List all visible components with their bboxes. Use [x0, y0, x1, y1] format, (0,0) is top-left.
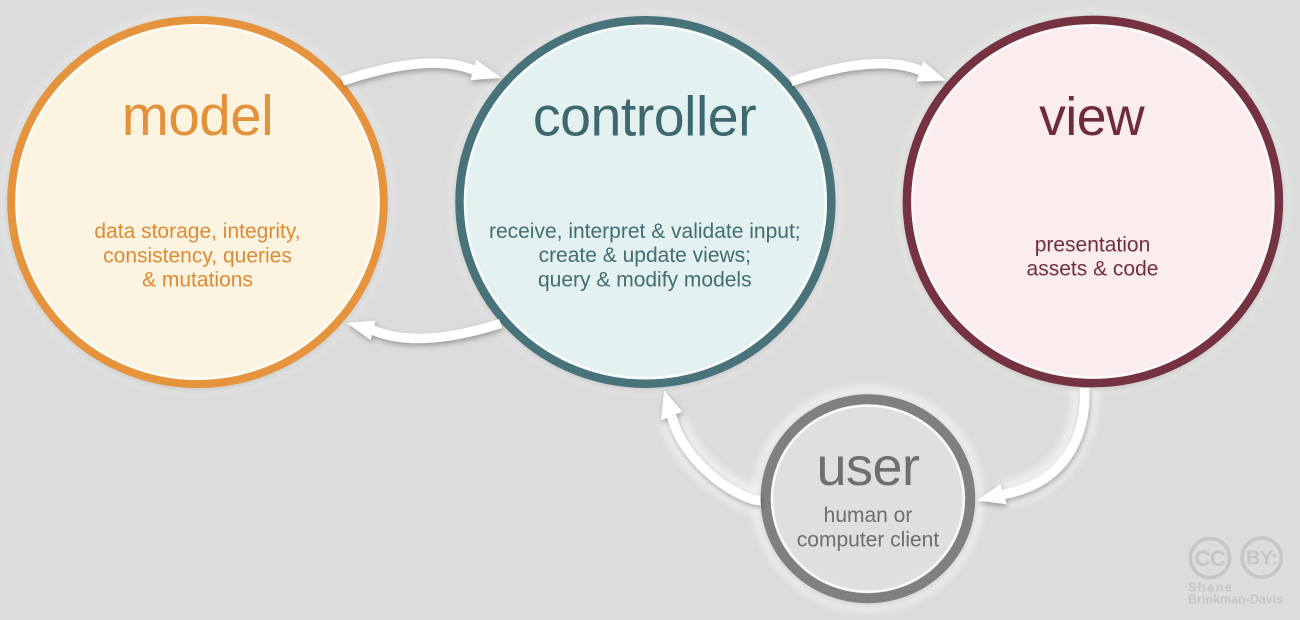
svg-text:query & modify models: query & modify models — [538, 269, 752, 292]
svg-text:user: user — [816, 437, 920, 497]
svg-text:Shane: Shane — [1188, 581, 1234, 595]
svg-text:CC: CC — [1195, 546, 1226, 571]
svg-text:computer client: computer client — [797, 528, 940, 551]
svg-text:& mutations: & mutations — [142, 269, 253, 292]
svg-text:data storage, integrity,: data storage, integrity, — [94, 220, 300, 243]
svg-text:BY:: BY: — [1246, 548, 1277, 570]
svg-text:Brinkman-Davis: Brinkman-Davis — [1188, 592, 1283, 606]
svg-text:view: view — [1039, 88, 1145, 147]
svg-text:assets & code: assets & code — [1027, 258, 1159, 281]
svg-text:create & update views;: create & update views; — [539, 244, 751, 267]
svg-text:consistency, queries: consistency, queries — [103, 244, 292, 267]
svg-text:model: model — [122, 84, 273, 147]
svg-text:receive, interpret & validate: receive, interpret & validate input; — [489, 220, 801, 243]
svg-text:human or: human or — [824, 504, 913, 527]
svg-text:presentation: presentation — [1035, 234, 1151, 257]
svg-text:controller: controller — [533, 86, 756, 148]
